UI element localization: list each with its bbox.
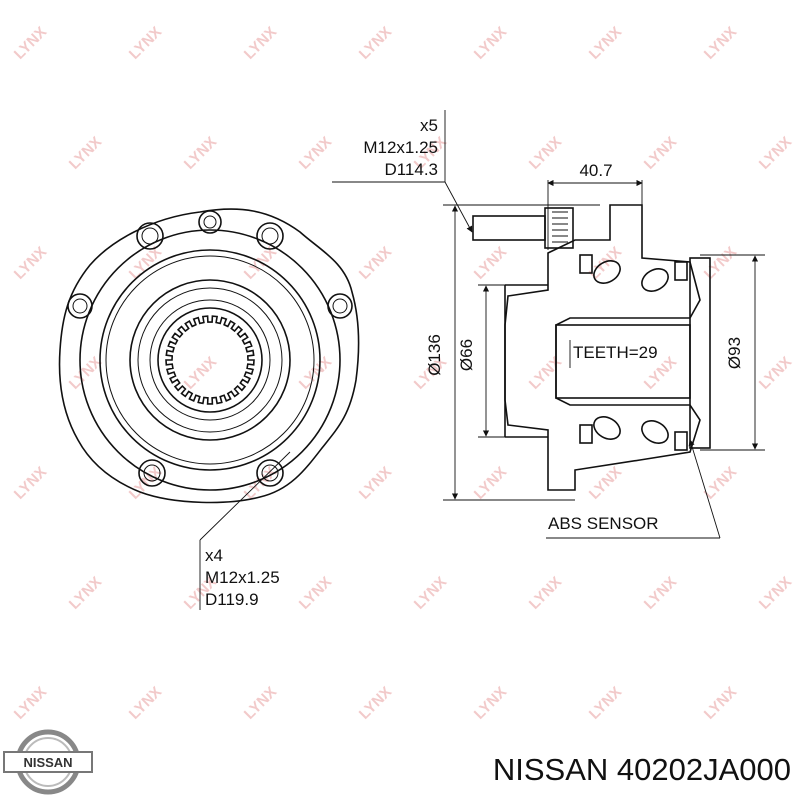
abs-sensor-label: ABS SENSOR xyxy=(548,514,659,533)
flange-offset-label: 40.7 xyxy=(579,161,612,180)
watermark-text: LYNX xyxy=(756,133,795,172)
bolts-top-pcd-label: D114.3 xyxy=(384,160,438,179)
watermark-text: LYNX xyxy=(66,133,105,172)
hub-front-view xyxy=(58,208,360,610)
watermark-text: LYNX xyxy=(701,683,740,722)
nissan-logo: NISSAN xyxy=(3,729,93,795)
watermark-text: LYNX xyxy=(181,353,220,392)
watermark-text: LYNX xyxy=(526,353,565,392)
hub-section-view xyxy=(332,110,765,539)
watermark-layer: LYNX LYNX LYNX LYNX LYNX LYNX LYNX LYNX LYNX LYNX… xyxy=(11,23,795,722)
watermark-text: LYNX xyxy=(356,243,395,282)
watermark-text: LYNX xyxy=(126,23,165,62)
watermark-text: LYNX xyxy=(356,683,395,722)
watermark-text: LYNX xyxy=(701,23,740,62)
watermark-text: LYNX xyxy=(701,243,740,282)
watermark-text: LYNX xyxy=(356,23,395,62)
watermark-text: LYNX xyxy=(471,243,510,282)
watermark-text: LYNX xyxy=(471,463,510,502)
watermark-text: LYNX xyxy=(296,573,335,612)
watermark-text: LYNX xyxy=(756,573,795,612)
teeth-count-label: TEETH=29 xyxy=(573,343,658,362)
watermark-text: LYNX xyxy=(11,683,50,722)
outer-diameter-label: Ø136 xyxy=(425,334,444,376)
watermark-text: LYNX xyxy=(296,353,335,392)
watermark-text: LYNX xyxy=(586,463,625,502)
watermark-text: LYNX xyxy=(411,573,450,612)
watermark-text: LYNX xyxy=(526,573,565,612)
bore-diameter-label: Ø66 xyxy=(457,339,476,371)
bearing-balls xyxy=(579,254,688,451)
bearing-diameter-label: Ø93 xyxy=(725,337,744,369)
part-number-caption: NISSAN 40202JA000 xyxy=(493,752,791,787)
holes-bottom-pcd-label: D119.9 xyxy=(205,590,259,609)
logo-text: NISSAN xyxy=(23,755,72,770)
annotation-labels: x5 M12x1.25 D114.3 40.7 Ø136 Ø66 Ø93 TEE… xyxy=(205,116,744,609)
watermark-text: LYNX xyxy=(471,683,510,722)
watermark-text: LYNX xyxy=(241,683,280,722)
watermark-text: LYNX xyxy=(471,23,510,62)
watermark-text: LYNX xyxy=(11,463,50,502)
watermark-text: LYNX xyxy=(296,133,335,172)
watermark-text: LYNX xyxy=(586,683,625,722)
watermark-text: LYNX xyxy=(181,133,220,172)
watermark-text: LYNX xyxy=(701,463,740,502)
holes-bottom-thread-label: M12x1.25 xyxy=(205,568,280,587)
bolts-top-thread-label: M12x1.25 xyxy=(363,138,438,157)
watermark-text: LYNX xyxy=(641,573,680,612)
watermark-text: LYNX xyxy=(126,683,165,722)
watermark-text: LYNX xyxy=(641,133,680,172)
watermark-text: LYNX xyxy=(756,353,795,392)
watermark-text: LYNX xyxy=(11,243,50,282)
watermark-text: LYNX xyxy=(526,133,565,172)
bolts-top-count-label: x5 xyxy=(420,116,438,135)
watermark-text: LYNX xyxy=(241,23,280,62)
watermark-text: LYNX xyxy=(586,23,625,62)
holes-bottom-count-label: x4 xyxy=(205,546,223,565)
watermark-text: LYNX xyxy=(66,573,105,612)
watermark-text: LYNX xyxy=(356,463,395,502)
watermark-text: LYNX xyxy=(11,23,50,62)
bolt-hole-group-top xyxy=(67,210,353,319)
bolt-hole-group-bottom xyxy=(138,459,284,487)
